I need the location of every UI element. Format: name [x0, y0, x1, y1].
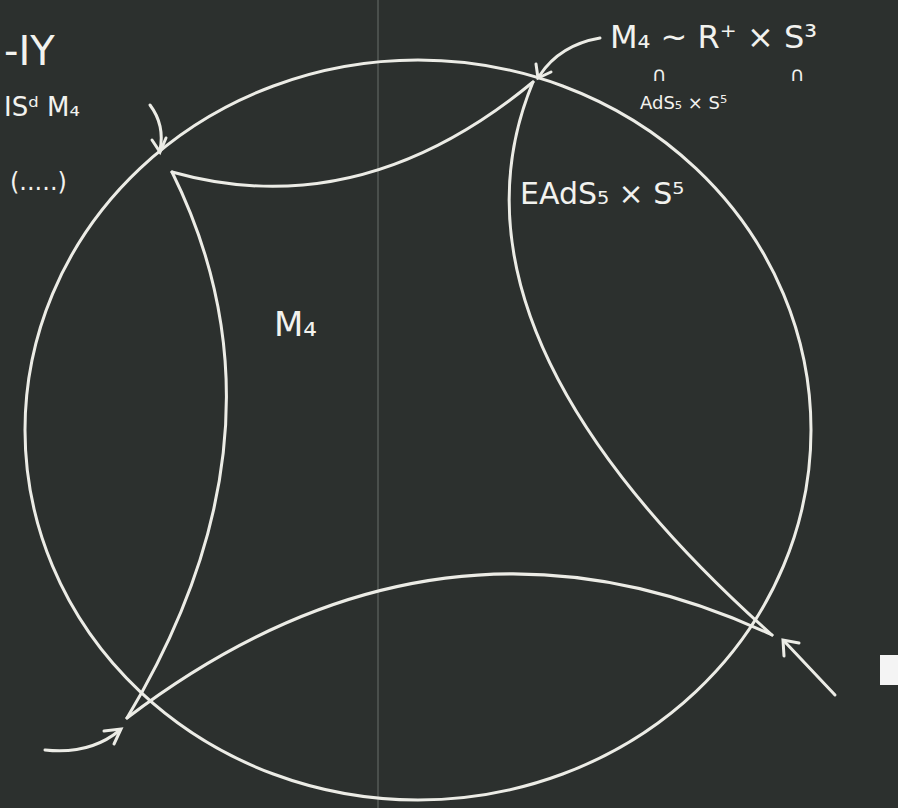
arrow-head: [152, 138, 166, 152]
board-seam: [377, 0, 379, 808]
arrow-head: [104, 729, 121, 744]
text: AdS₅ × S⁵: [640, 92, 727, 113]
subset-symbol: ∩: [652, 62, 667, 86]
boundary-formula: M₄ ~ R⁺ × S³: [610, 18, 817, 56]
pointer-arrow: [785, 642, 835, 695]
m4-left-edge: [127, 172, 226, 718]
region-label: M₄: [274, 304, 317, 344]
action-symbol: ISᵈ M₄: [4, 92, 80, 122]
m4-right-edge: [509, 82, 772, 635]
text: (.....): [10, 168, 67, 196]
board-marker: [880, 655, 898, 685]
text: M₄ ~ R⁺ × S³: [610, 18, 817, 56]
note: (.....): [10, 168, 67, 196]
bulk-formula: AdS₅ × S⁵: [640, 92, 727, 113]
m4-bottom-edge: [127, 574, 772, 718]
boundary-circle: [25, 60, 811, 800]
text: EAdS₅ × S⁵: [520, 176, 684, 211]
subset-symbol: ∩: [790, 62, 805, 86]
text: ∩: [652, 62, 667, 86]
arrow-head: [783, 640, 799, 656]
arrow-head: [536, 64, 551, 78]
region: M₄: [270, 300, 321, 348]
cut-off-heading: -IY: [4, 28, 55, 74]
pointer-arrow: [45, 730, 120, 751]
bulk-label: EAdS₅ × S⁵: [520, 176, 684, 211]
text: ∩: [790, 62, 805, 86]
text: -IY: [4, 28, 55, 74]
pointer-arrow: [540, 38, 600, 75]
text: ISᵈ M₄: [4, 92, 80, 122]
m4-top-edge: [172, 82, 533, 186]
